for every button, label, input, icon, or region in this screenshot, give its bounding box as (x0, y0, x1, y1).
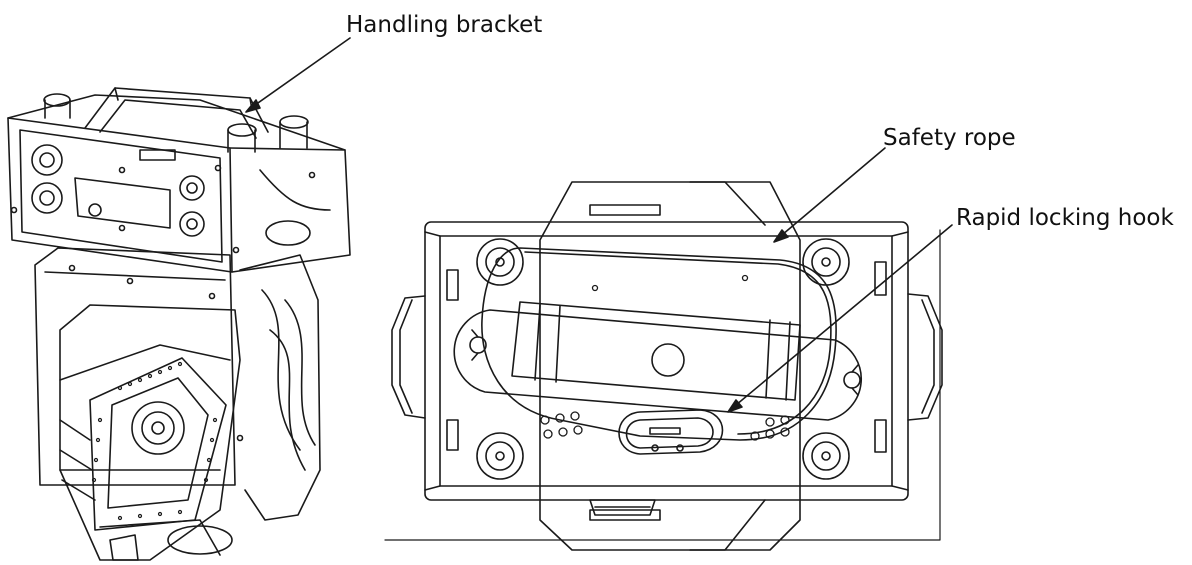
handling-bracket-label: Handling bracket (346, 12, 543, 38)
rapid-locking-hook (618, 409, 724, 455)
safety-rope-label: Safety rope (883, 125, 1016, 151)
rapid-locking-hook-label: Rapid locking hook (956, 205, 1174, 231)
moving-head (59, 304, 241, 561)
base-plate (424, 221, 909, 501)
fastener-dots (540, 274, 790, 441)
rotated-head-outline (539, 181, 801, 551)
handle-plate (453, 309, 862, 421)
safety-rope-leader (775, 147, 886, 241)
fixture-base (7, 94, 351, 273)
rapid-locking-hook-leader (729, 224, 953, 411)
safety-rope-arrow (773, 229, 789, 243)
rapid-locking-hook-arrow (727, 399, 743, 413)
led-dots (91, 361, 218, 521)
moving-head-fixture-drawing (7, 87, 351, 561)
left-side-knob (391, 295, 426, 419)
handling-bracket-leader (247, 37, 351, 111)
corner-feet (476, 238, 850, 480)
handling-bracket-arrow (245, 99, 261, 113)
safety-rope (481, 247, 837, 441)
yoke-arms (34, 247, 321, 521)
right-side-knob (907, 293, 943, 421)
bottom-view-drawing (384, 181, 943, 551)
callout-leaders (245, 37, 953, 413)
feet (43, 93, 309, 153)
